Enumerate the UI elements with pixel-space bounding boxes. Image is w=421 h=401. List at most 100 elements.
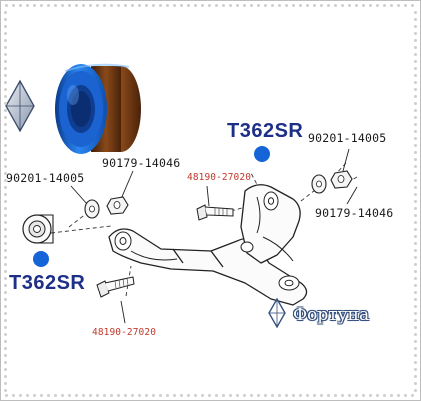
border-dot — [208, 4, 211, 7]
border-dot — [414, 284, 417, 287]
border-dot — [348, 4, 351, 7]
border-dot — [4, 200, 7, 203]
border-dot — [103, 4, 106, 7]
border-dot — [414, 32, 417, 35]
border-dot — [19, 394, 22, 397]
border-dot — [4, 123, 7, 126]
border-dot — [414, 172, 417, 175]
border-dot — [124, 4, 127, 7]
part-number-top-left: 90201-14005 — [6, 171, 85, 185]
border-dot — [250, 4, 253, 7]
diamond-watermark-icon — [268, 297, 286, 329]
border-dot — [271, 4, 274, 7]
border-dot — [222, 394, 225, 397]
border-dot — [96, 4, 99, 7]
border-dot — [236, 394, 239, 397]
border-dot — [341, 394, 344, 397]
nut-right — [330, 170, 353, 189]
border-dot — [414, 186, 417, 189]
border-dot — [152, 394, 155, 397]
border-dot — [215, 394, 218, 397]
border-dot — [180, 394, 183, 397]
border-dot — [341, 4, 344, 7]
border-dot — [334, 394, 337, 397]
border-dot — [54, 4, 57, 7]
border-dot — [243, 394, 246, 397]
border-dot — [4, 11, 7, 14]
border-dot — [75, 4, 78, 7]
border-dot — [369, 394, 372, 397]
border-dot — [414, 291, 417, 294]
border-dot — [414, 347, 417, 350]
border-dot — [173, 394, 176, 397]
border-dot — [68, 4, 71, 7]
border-dot — [414, 312, 417, 315]
border-dot — [40, 394, 43, 397]
border-dot — [4, 60, 7, 63]
border-dot — [47, 394, 50, 397]
border-dot — [414, 193, 417, 196]
border-dot — [414, 53, 417, 56]
border-dot — [194, 394, 197, 397]
border-dot — [285, 394, 288, 397]
border-dot — [4, 354, 7, 357]
border-dot — [201, 4, 204, 7]
border-dot — [397, 394, 400, 397]
border-dot — [187, 394, 190, 397]
bushing-bottom-code: T362SR — [9, 272, 86, 294]
border-dot — [4, 263, 7, 266]
border-dot — [414, 354, 417, 357]
border-dot — [4, 305, 7, 308]
border-dot — [4, 312, 7, 315]
border-dot — [414, 270, 417, 273]
border-dot — [414, 81, 417, 84]
border-dot — [12, 4, 15, 7]
border-dot — [4, 137, 7, 140]
border-dot — [26, 4, 29, 7]
border-dot — [313, 4, 316, 7]
border-dot — [257, 394, 260, 397]
border-dot — [96, 394, 99, 397]
border-dot — [414, 11, 417, 14]
border-dot — [411, 4, 414, 7]
border-dot — [4, 361, 7, 364]
border-dot — [414, 74, 417, 77]
border-dot — [299, 4, 302, 7]
border-dot — [414, 109, 417, 112]
border-dot — [414, 18, 417, 21]
border-dot — [159, 394, 162, 397]
watermark-label: Фортуна — [293, 305, 370, 325]
border-dot — [320, 394, 323, 397]
border-dot — [4, 102, 7, 105]
border-dot — [138, 394, 141, 397]
border-dot — [40, 4, 43, 7]
border-dot — [4, 67, 7, 70]
border-dot — [292, 394, 295, 397]
border-dot — [110, 4, 113, 7]
border-dot — [4, 172, 7, 175]
border-dot — [4, 249, 7, 252]
washer-left — [84, 199, 100, 219]
border-dot — [75, 394, 78, 397]
border-dot — [404, 4, 407, 7]
border-dot — [414, 242, 417, 245]
border-dot — [47, 4, 50, 7]
border-dot — [145, 4, 148, 7]
border-dot — [4, 235, 7, 238]
border-dot — [414, 319, 417, 322]
border-dot — [414, 144, 417, 147]
border-dot — [369, 4, 372, 7]
border-dot — [4, 39, 7, 42]
border-dot — [180, 4, 183, 7]
border-dot — [278, 4, 281, 7]
border-dot — [414, 249, 417, 252]
border-dot — [414, 151, 417, 154]
border-dot — [243, 4, 246, 7]
border-dot — [414, 305, 417, 308]
border-dot — [4, 179, 7, 182]
border-dot — [414, 95, 417, 98]
nut-top-mid — [106, 196, 129, 215]
border-dot — [4, 291, 7, 294]
border-dot — [414, 214, 417, 217]
